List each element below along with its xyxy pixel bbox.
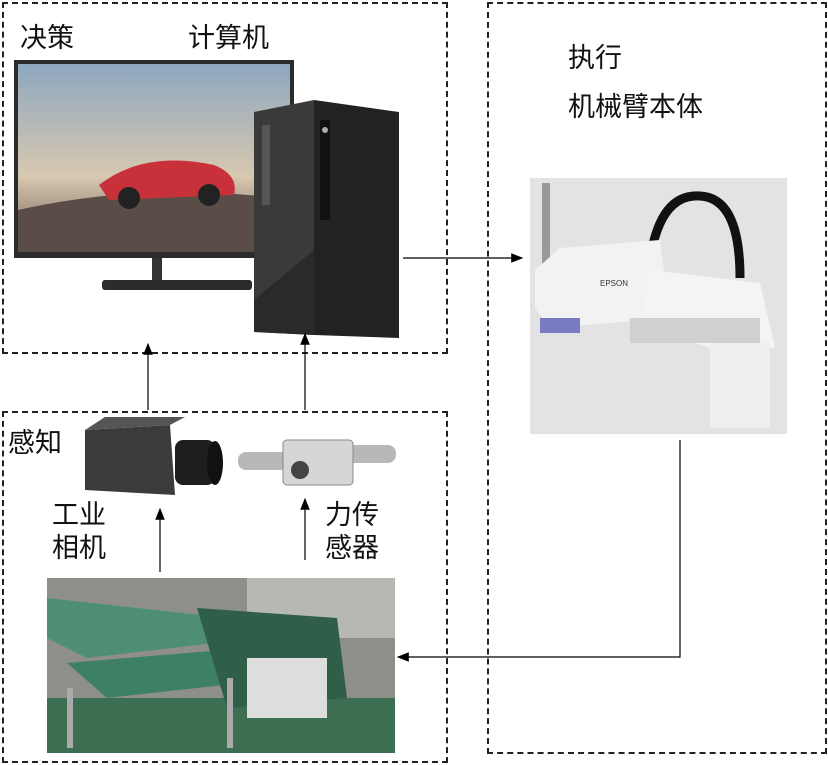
decision-box	[2, 2, 448, 354]
robot-arm-image: EPSON	[530, 178, 787, 434]
industrial-camera-image	[85, 417, 223, 495]
monitor-image	[14, 60, 294, 290]
sensor-label-line2: 感器	[325, 533, 379, 564]
execution-title: 执行	[568, 43, 622, 74]
force-sensor-image	[238, 439, 396, 486]
arrow-robot-to-conveyor	[396, 440, 681, 662]
conveyor-line-image	[47, 578, 395, 753]
computer-label: 计算机	[188, 23, 269, 54]
robot-brand: EPSON	[600, 279, 628, 288]
camera-label-line1: 工业	[52, 500, 106, 531]
robot-arm-label: 机械臂本体	[568, 92, 703, 123]
perception-title: 感知	[8, 428, 62, 459]
decision-title: 决策	[20, 23, 74, 54]
perception-box	[2, 411, 448, 763]
execution-box	[487, 2, 827, 754]
camera-label-line2: 相机	[52, 533, 106, 564]
pc-tower-image	[254, 100, 399, 338]
sensor-label-line1: 力传	[325, 500, 379, 531]
